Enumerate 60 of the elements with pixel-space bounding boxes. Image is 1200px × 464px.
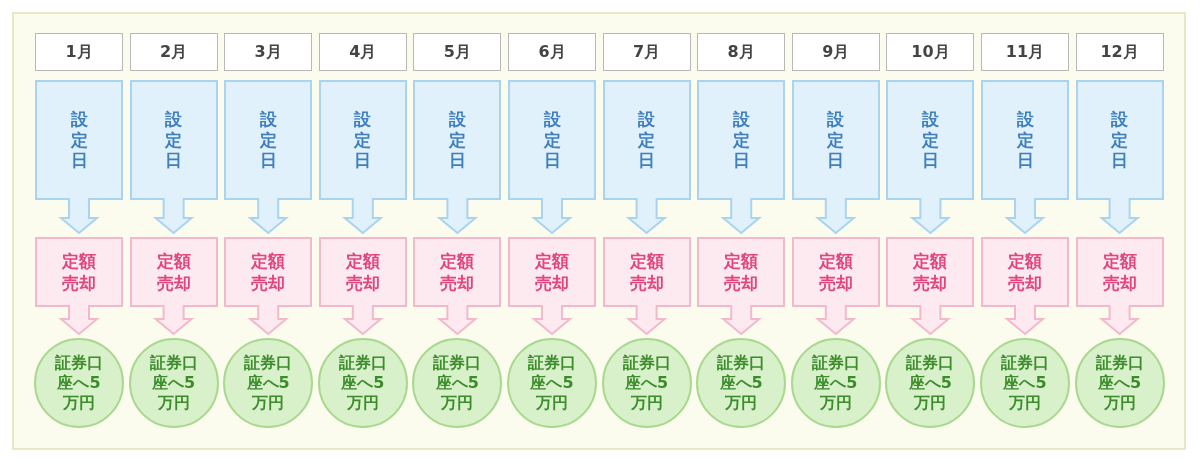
setting-day-box: 設定日	[886, 80, 975, 200]
setting-day-box: 設定日	[981, 80, 1069, 200]
sale-box: 定額売却	[35, 237, 123, 307]
block-arrow	[720, 197, 762, 235]
setting-day-box: 設定日	[791, 80, 880, 200]
sale-box: 定額売却	[886, 237, 975, 307]
sale-box: 定額売却	[1075, 237, 1164, 307]
setting-day-box: 設定日	[224, 80, 313, 200]
block-arrow	[815, 304, 857, 336]
sale-box: 定額売却	[224, 237, 313, 307]
month-label: 11月	[981, 33, 1069, 71]
block-arrow	[531, 197, 573, 235]
sale-box: 定額売却	[981, 237, 1069, 307]
month-label: 8月	[697, 33, 786, 71]
month-label: 10月	[886, 33, 975, 71]
setting-day-box: 設定日	[129, 80, 218, 200]
setting-day-box: 設定日	[602, 80, 691, 200]
block-arrow	[909, 304, 952, 336]
setting-day-box: 設定日	[35, 80, 123, 200]
block-arrow	[342, 304, 384, 336]
block-arrow	[58, 197, 100, 235]
setting-day-box: 設定日	[1075, 80, 1164, 200]
block-arrow	[247, 197, 289, 235]
sale-box: 定額売却	[129, 237, 218, 307]
block-arrow	[58, 304, 100, 336]
sale-box: 定額売却	[602, 237, 691, 307]
sale-box: 定額売却	[791, 237, 880, 307]
month-label: 4月	[318, 33, 407, 71]
block-arrow	[625, 304, 668, 336]
block-arrow	[1004, 304, 1046, 336]
month-label: 5月	[413, 33, 502, 71]
month-label: 6月	[508, 33, 596, 71]
block-arrow	[152, 197, 195, 235]
month-label: 12月	[1075, 33, 1164, 71]
setting-day-box: 設定日	[508, 80, 596, 200]
block-arrow	[625, 197, 668, 235]
block-arrow	[909, 197, 952, 235]
setting-day-box: 設定日	[318, 80, 407, 200]
sale-box: 定額売却	[413, 237, 502, 307]
sale-box: 定額売却	[318, 237, 407, 307]
block-arrow	[815, 197, 857, 235]
month-label: 9月	[791, 33, 880, 71]
setting-day-box: 設定日	[413, 80, 502, 200]
block-arrow	[1098, 304, 1141, 336]
month-label: 1月	[35, 33, 123, 71]
block-arrow	[247, 304, 289, 336]
block-arrow	[436, 197, 479, 235]
block-arrow	[1004, 197, 1046, 235]
month-label: 3月	[224, 33, 313, 71]
block-arrow	[342, 197, 384, 235]
sale-box: 定額売却	[697, 237, 786, 307]
month-label: 7月	[602, 33, 691, 71]
sale-box: 定額売却	[508, 237, 596, 307]
setting-day-box: 設定日	[697, 80, 786, 200]
month-label: 2月	[129, 33, 218, 71]
block-arrow	[152, 304, 195, 336]
block-arrow	[436, 304, 479, 336]
block-arrow	[720, 304, 762, 336]
block-arrow	[1098, 197, 1141, 235]
block-arrow	[531, 304, 573, 336]
